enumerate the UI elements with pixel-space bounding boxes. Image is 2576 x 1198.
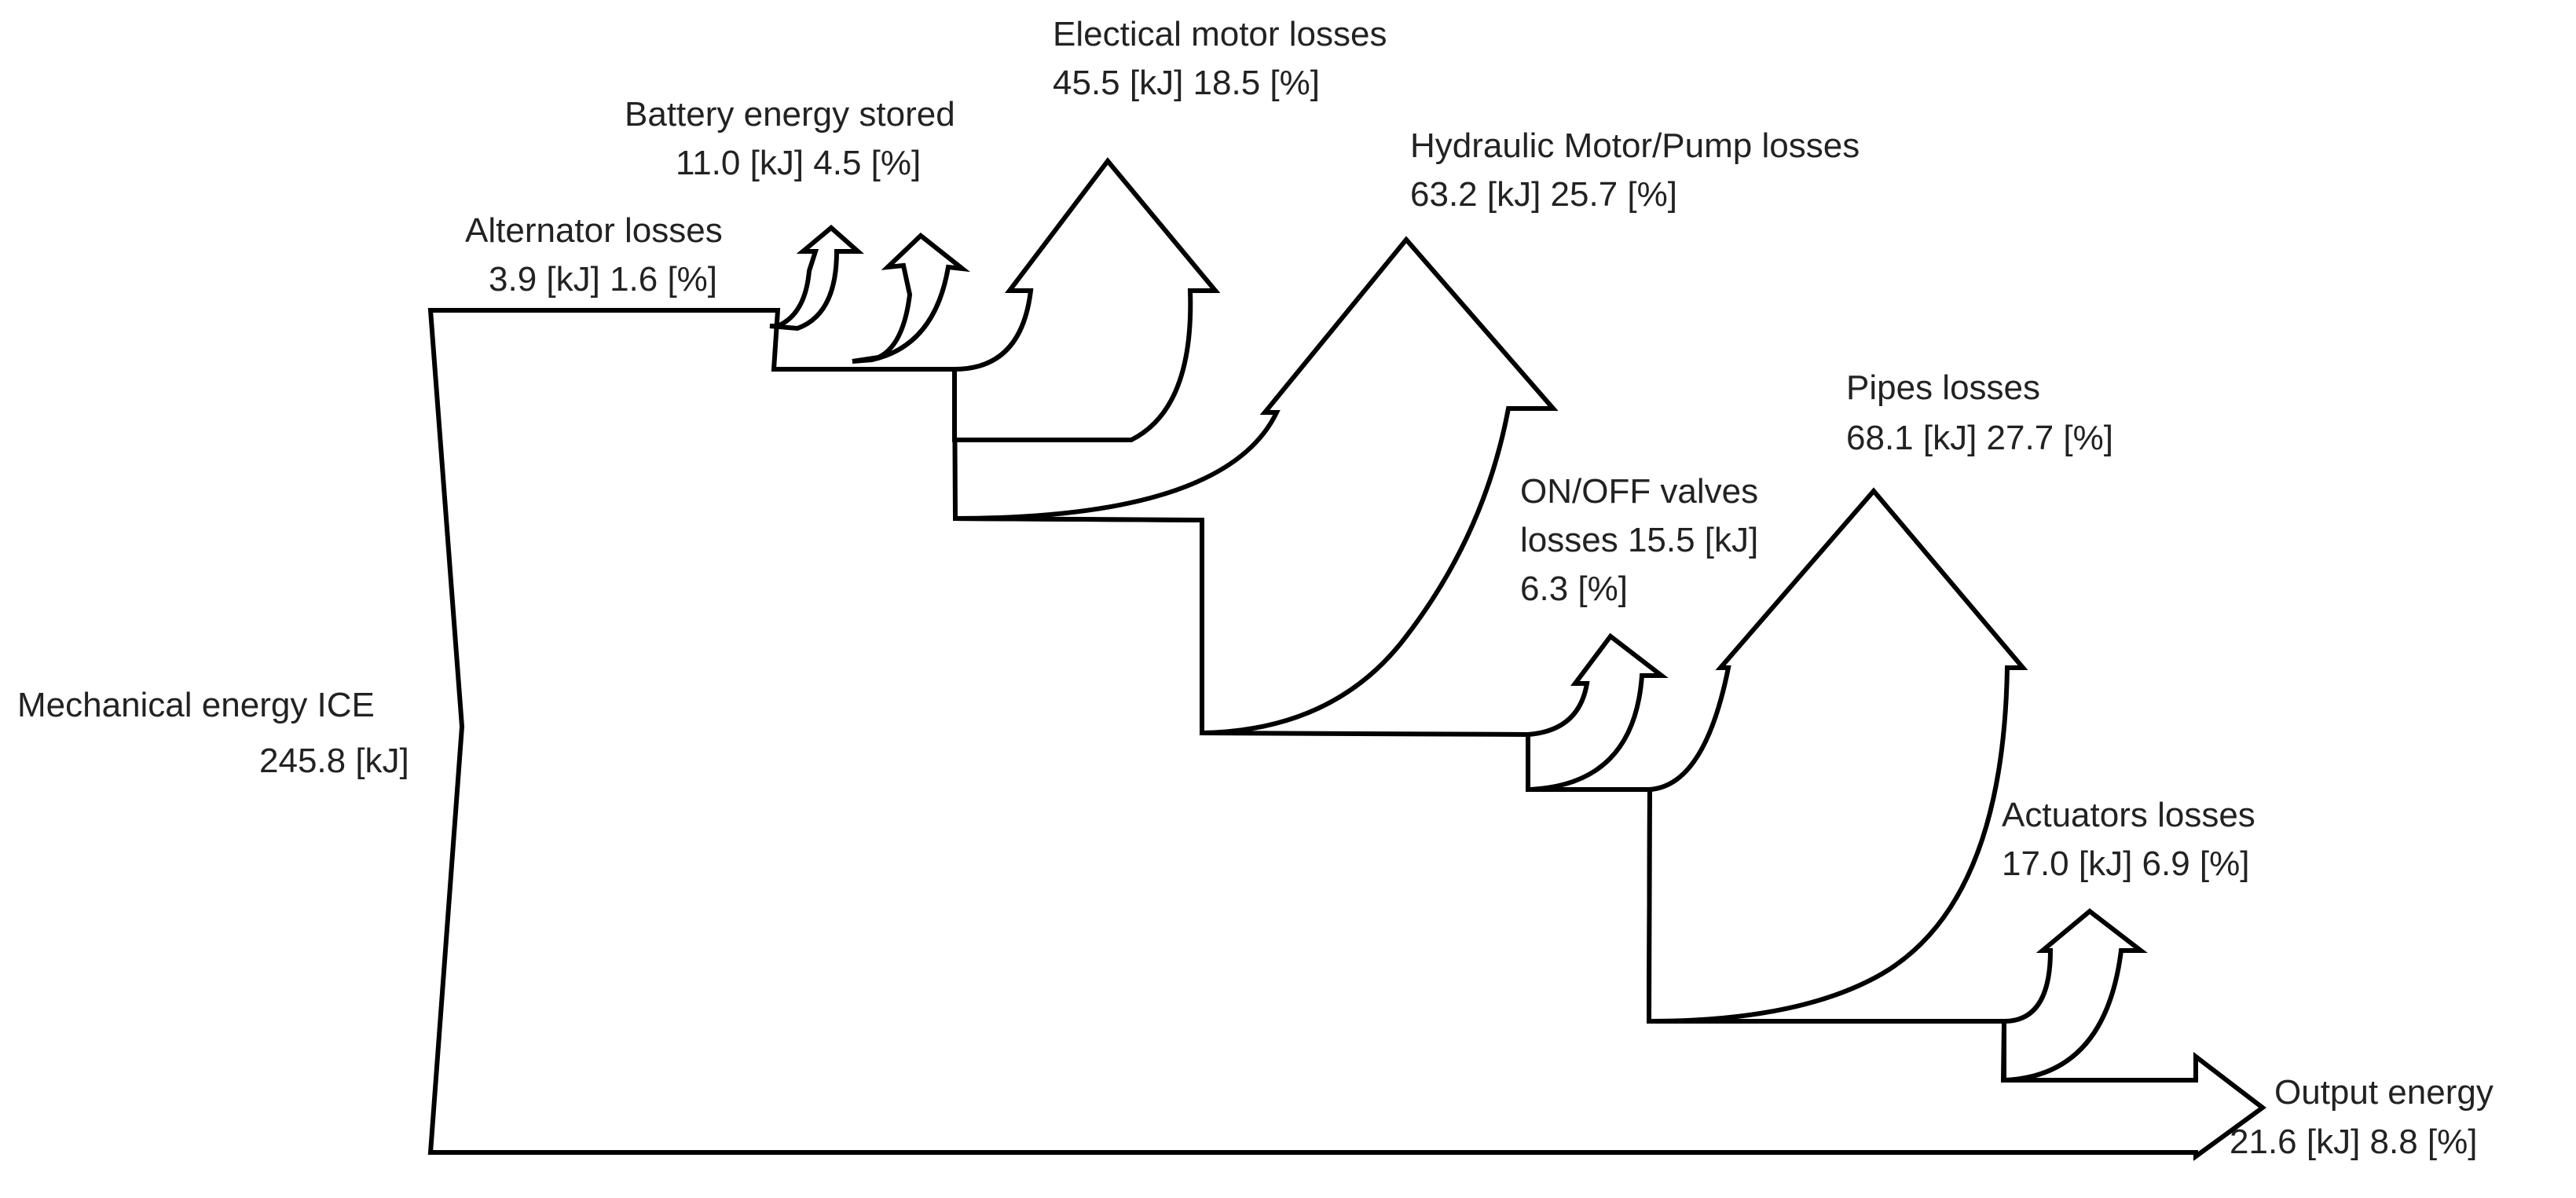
label-actuators-line2: 17.0 [kJ] 6.9 [%] <box>2002 844 2250 883</box>
flow-arrow-pipes <box>1646 487 2028 1024</box>
label-valves-line3: 6.3 [%] <box>1520 570 1628 608</box>
flow-arrow-actuators <box>2002 908 2148 1083</box>
label-alternator-line2: 3.9 [kJ] 1.6 [%] <box>489 260 717 299</box>
label-elmotor-line2: 45.5 [kJ] 18.5 [%] <box>1053 64 1320 102</box>
label-valves-line1: ON/OFF valves <box>1520 472 1758 511</box>
label-output-line2: 21.6 [kJ] 8.8 [%] <box>2230 1123 2478 1161</box>
label-source-line1: Mechanical energy ICE <box>17 686 375 724</box>
flow-arrow-alternator <box>769 225 864 332</box>
label-valves-line2: losses 15.5 [kJ] <box>1520 521 1758 559</box>
label-actuators-line1: Actuators losses <box>2002 796 2255 834</box>
flow-arrow-valves <box>1526 632 1669 793</box>
label-source-line2: 245.8 [kJ] <box>259 742 409 780</box>
flow-arrow-battery <box>852 233 971 364</box>
label-elmotor-line1: Electical motor losses <box>1053 15 1387 53</box>
label-battery-line2: 11.0 [kJ] 4.5 [%] <box>676 144 921 182</box>
label-hydraulic-line1: Hydraulic Motor/Pump losses <box>1410 126 1860 165</box>
label-hydraulic-line2: 63.2 [kJ] 25.7 [%] <box>1410 175 1677 214</box>
label-output-line1: Output energy <box>2274 1073 2494 1112</box>
flow-arrow-elmotor <box>952 157 1221 442</box>
label-alternator-line1: Alternator losses <box>465 211 723 250</box>
label-pipes-line2: 68.1 [kJ] 27.7 [%] <box>1846 419 2113 457</box>
label-battery-line1: Battery energy stored <box>625 95 955 134</box>
label-pipes-line1: Pipes losses <box>1846 368 2040 407</box>
flow-arrow-hydraulic <box>954 236 1559 736</box>
